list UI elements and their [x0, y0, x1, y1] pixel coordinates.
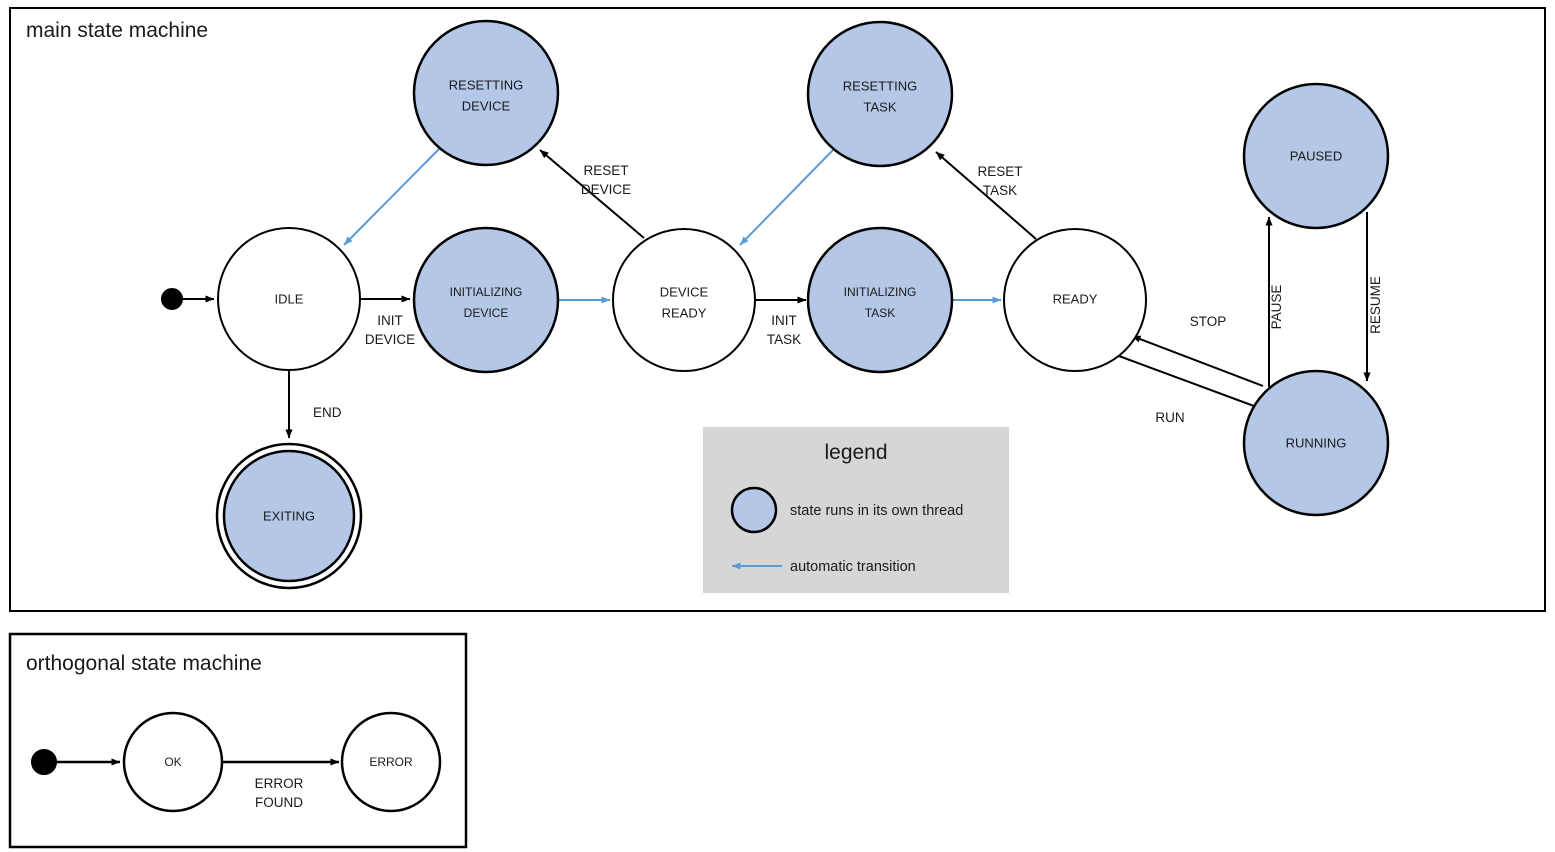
state-node-error[interactable]: ERROR [340, 711, 442, 813]
main-state-machine-frame: main state machine INIT DEVICE RESET DEV… [9, 7, 1546, 612]
state-label-line2: READY [662, 305, 707, 320]
transition-label: RUN [1155, 410, 1184, 425]
state-label: IDLE [275, 291, 304, 306]
transition-label-line1: RESET [977, 164, 1022, 179]
state-label: PAUSED [1290, 148, 1343, 163]
state-circle [412, 226, 560, 374]
state-label: OK [164, 755, 181, 769]
transition-ok-error: ERROR FOUND [222, 758, 340, 810]
state-circle [806, 226, 954, 374]
transition-paused-running: RESUME [1363, 212, 1383, 382]
transition-running-paused: PAUSE [1265, 216, 1284, 387]
transition-ready-running: RUN [1118, 355, 1263, 425]
transition-idle-initializing-device: INIT DEVICE [360, 295, 415, 347]
state-label-line2: TASK [865, 306, 895, 320]
transition-label-line1: INIT [771, 313, 797, 328]
state-node-initializing-task[interactable]: INITIALIZING TASK [806, 226, 954, 374]
state-node-resetting-device[interactable]: RESETTING DEVICE [412, 19, 560, 167]
state-label-line1: RESETTING [843, 78, 917, 93]
state-circle [222, 449, 356, 583]
transition-label-line1: ERROR [255, 776, 304, 791]
transition-arrow [1131, 335, 1264, 387]
state-label-line2: DEVICE [464, 306, 509, 320]
state-circle [340, 711, 442, 813]
orthogonal-frame-title: orthogonal state machine [26, 652, 262, 675]
state-label: RUNNING [1286, 435, 1347, 450]
thread-state-swatch-icon [730, 486, 778, 534]
state-node-paused[interactable]: PAUSED [1242, 82, 1390, 230]
transition-device-ready-initializing-task: INIT TASK [755, 296, 807, 347]
state-circle [122, 711, 224, 813]
state-circle [217, 227, 361, 371]
transition-label-line1: RESET [583, 163, 628, 178]
state-circle [1242, 369, 1390, 517]
state-label: ERROR [369, 755, 413, 769]
state-label-line1: INITIALIZING [450, 285, 523, 299]
state-circle [806, 20, 954, 168]
transition-label-line2: DEVICE [365, 332, 415, 347]
state-label-line2: TASK [864, 99, 897, 114]
transition-running-ready: STOP [1131, 314, 1264, 387]
legend-item-label: automatic transition [790, 559, 916, 575]
initial-state-dot [31, 749, 57, 775]
transition-resetting-task-device-ready [739, 149, 834, 246]
state-node-exiting[interactable]: EXITING [215, 442, 363, 590]
legend-item-label: state runs in its own thread [790, 503, 963, 519]
legend-item-thread-state: state runs in its own thread [730, 486, 963, 534]
transition-label: RESUME [1368, 276, 1383, 334]
state-circle [1003, 228, 1147, 372]
state-node-resetting-task[interactable]: RESETTING TASK [806, 20, 954, 168]
transition-arrow [1118, 355, 1263, 410]
state-circle [612, 228, 756, 372]
state-node-initializing-device[interactable]: INITIALIZING DEVICE [412, 226, 560, 374]
state-node-idle[interactable]: IDLE [217, 227, 361, 371]
orthogonal-state-machine-frame: orthogonal state machine ERROR FOUND OK … [8, 632, 468, 849]
transition-label-line1: INIT [377, 313, 403, 328]
transition-label-line2: DEVICE [581, 182, 631, 197]
transition-label: STOP [1190, 314, 1227, 329]
transition-label: PAUSE [1269, 285, 1284, 330]
transition-ready-resetting-task: RESET TASK [935, 151, 1037, 240]
transition-arrow [539, 149, 645, 239]
transition-label: END [313, 405, 342, 420]
state-circle [1242, 82, 1390, 230]
automatic-transition-arrow [739, 149, 834, 246]
legend: legend state runs in its own thread auto… [703, 427, 1009, 593]
state-label-line1: INITIALIZING [844, 285, 917, 299]
main-frame-title: main state machine [26, 19, 208, 42]
transition-label-line2: FOUND [255, 795, 303, 810]
transition-label-line2: TASK [983, 183, 1017, 198]
state-label-line1: RESETTING [449, 77, 523, 92]
state-label-line1: DEVICE [660, 284, 709, 299]
legend-item-automatic-transition: automatic transition [731, 559, 916, 575]
legend-title: legend [824, 441, 887, 464]
state-label: READY [1053, 291, 1098, 306]
transition-label-line2: TASK [767, 332, 801, 347]
state-circle [412, 19, 560, 167]
automatic-transition-arrow [343, 147, 441, 246]
state-node-device-ready[interactable]: DEVICE READY [612, 228, 756, 372]
initial-state-dot [161, 288, 183, 310]
transition-resetting-device-idle [343, 147, 441, 246]
transition-idle-exiting: END [285, 370, 342, 439]
state-node-ok[interactable]: OK [122, 711, 224, 813]
transition-device-ready-resetting-device: RESET DEVICE [539, 149, 645, 239]
state-label-line2: DEVICE [462, 98, 511, 113]
state-node-ready[interactable]: READY [1003, 228, 1147, 372]
transition-arrow [935, 151, 1037, 240]
state-label: EXITING [263, 508, 315, 523]
state-node-running[interactable]: RUNNING [1242, 369, 1390, 517]
